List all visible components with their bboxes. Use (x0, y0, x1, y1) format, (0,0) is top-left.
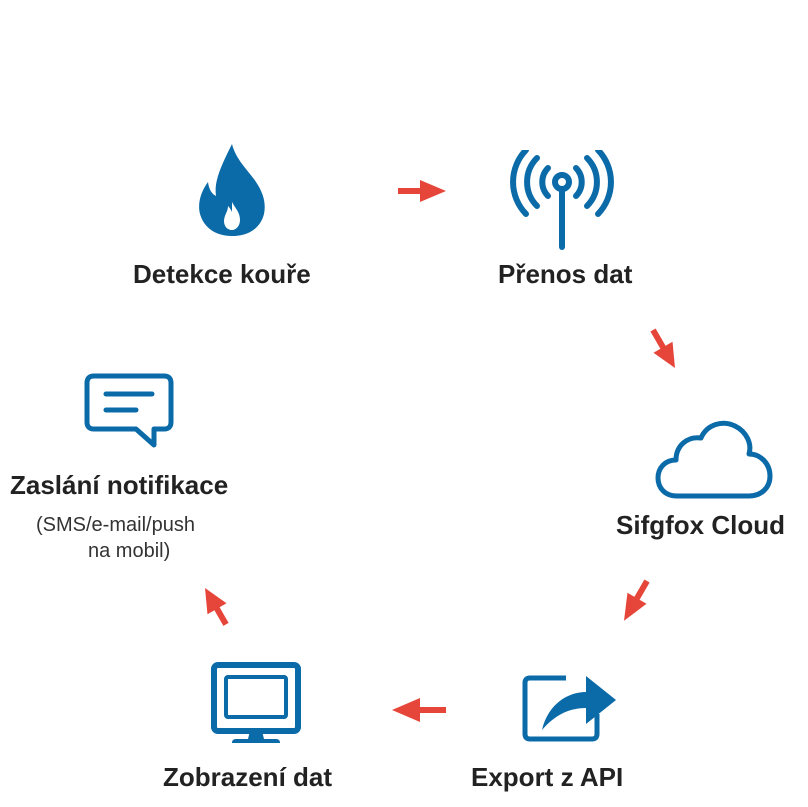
step-sublabel-notify-line2: na mobil) (88, 540, 171, 562)
step-label-smoke: Detekce kouře (133, 259, 311, 289)
step-label-export: Export z API (471, 762, 624, 792)
arrow-cloud-to-export (624, 579, 650, 621)
cloud-icon (655, 420, 773, 499)
step-label-display: Zobrazení dat (163, 762, 333, 792)
arrow-display-to-notify (205, 587, 229, 626)
flame-icon (199, 144, 265, 236)
arrow-smoke-to-transfer (398, 180, 446, 202)
step-sublabel-notify-line1: (SMS/e-mail/push (36, 514, 195, 536)
chat-icon (84, 373, 174, 448)
step-label-transfer: Přenos dat (498, 259, 633, 289)
monitor-icon (211, 662, 301, 743)
step-label-notify: Zaslání notifikace (10, 470, 229, 500)
export-icon (522, 675, 616, 742)
antenna-icon (510, 150, 614, 250)
step-label-cloud: Sifgfox Cloud (616, 510, 785, 540)
arrow-transfer-to-cloud (650, 328, 675, 369)
arrow-export-to-display (392, 698, 446, 722)
